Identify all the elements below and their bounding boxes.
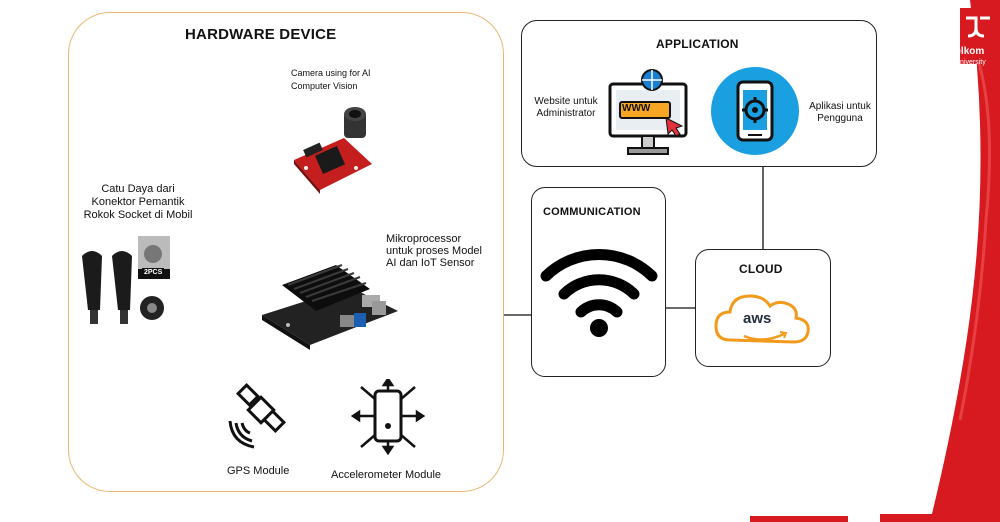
mobile-app-icon	[711, 67, 799, 155]
website-monitor-icon	[608, 69, 688, 155]
wifi-icon	[540, 249, 658, 337]
power-badge: 2PCS	[142, 268, 165, 277]
accelerometer-label: Accelerometer Module	[331, 469, 442, 481]
microprocessor-label: Mikroprocessor untuk proses Model AI dan…	[386, 233, 482, 269]
cloud-title: CLOUD	[739, 262, 783, 276]
gps-satellite-icon	[228, 383, 287, 449]
brand-name: Telkom	[950, 46, 985, 57]
telkom-brand-banner	[930, 0, 1000, 522]
website-badge: WWW	[622, 103, 651, 114]
mobile-app-label: Aplikasi untuk Pengguna	[809, 101, 871, 124]
accelerometer-icon	[351, 379, 426, 455]
application-title: APPLICATION	[656, 37, 739, 51]
camera-label: Camera using for AI Computer Vision	[291, 68, 371, 91]
power-label: Catu Daya dari Konektor Pemantik Rokok S…	[83, 183, 193, 221]
website-label: Website untuk Administrator	[534, 96, 598, 119]
microprocessor-board-icon	[262, 264, 398, 350]
brand-sub: University	[955, 59, 986, 66]
application-group	[521, 20, 877, 167]
power-connector-icon	[82, 236, 170, 324]
aws-logo-text: aws	[743, 310, 772, 327]
gps-label: GPS Module	[227, 465, 290, 477]
aws-cloud-icon	[714, 294, 810, 344]
hardware-device-group	[68, 12, 504, 492]
bottom-red-strip	[750, 514, 950, 522]
camera-board-icon	[294, 107, 372, 194]
hardware-title: HARDWARE DEVICE	[185, 26, 337, 43]
communication-title: COMMUNICATION	[543, 206, 641, 218]
